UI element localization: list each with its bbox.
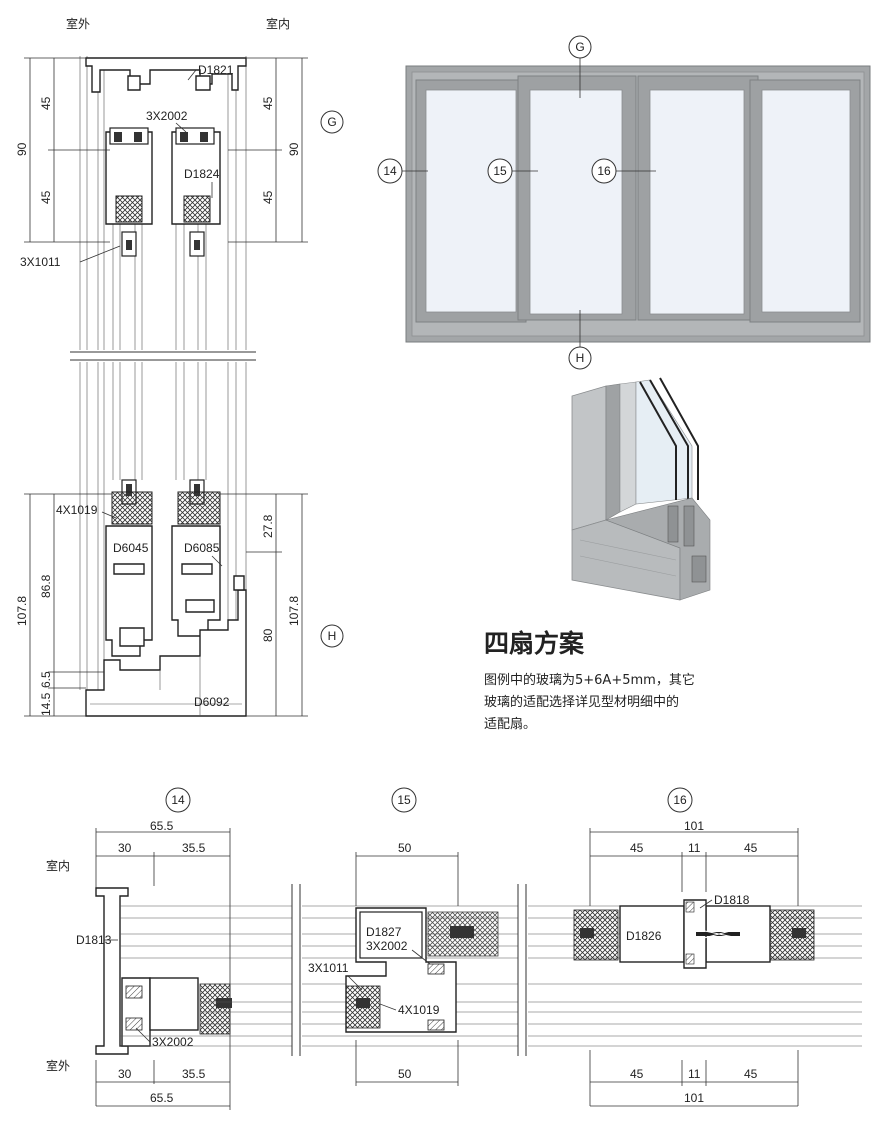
dim-15-bottom: 50: [398, 1067, 412, 1081]
dim-14-top-total: 65.5: [150, 819, 174, 833]
right-dimensions-bottom: 107.8 27.8 80: [220, 493, 308, 717]
bottom-frame-profile: [85, 575, 247, 717]
glass-pane-4: [761, 89, 851, 313]
marker-h-circle: [320, 624, 344, 648]
scheme-desc-line-1: 图例中的玻璃为5+6A+5mm，其它: [484, 672, 695, 688]
label-d1827: D1827: [366, 925, 402, 939]
left-dimensions-bottom: 107.8 86.8 6.5 14.5: [15, 493, 112, 717]
glass-pane-3: [649, 89, 745, 315]
marker-14-elev-circle: [377, 158, 403, 184]
top-frame-profile: [85, 57, 247, 93]
label-d1818: D1818: [714, 893, 750, 907]
dim-16-top-total: 101: [684, 819, 704, 833]
dim-16-bottom-mid: 11: [688, 1067, 701, 1081]
label-4x1019-15: 4X1019: [398, 1003, 440, 1017]
outdoor-label: 室外: [66, 16, 90, 31]
dim-14-bottom-total: 65.5: [150, 1091, 174, 1105]
dim-14-top-a: 30: [118, 841, 132, 855]
dim-right-90: 90: [287, 142, 301, 156]
left-dimensions-top: 90 45 45: [15, 57, 110, 243]
marker-16: 16: [673, 793, 687, 807]
marker-h-label: H: [328, 629, 337, 643]
label-d6045: D6045: [113, 541, 149, 555]
dim-right-45a: 45: [261, 96, 275, 110]
label-d1826: D1826: [626, 929, 662, 943]
horizontal-section-15: 15 50 D1827 3X2002 3X1011 4X1019 50: [308, 787, 499, 1086]
marker-16-elev: 16: [597, 164, 611, 178]
dim-left-45a: 45: [39, 96, 53, 110]
marker-g-label: G: [327, 115, 336, 129]
window-elevation: G H 14 15 16: [377, 35, 871, 370]
label-3x1011-15: 3X1011: [308, 961, 349, 975]
scheme-title: 四扇方案: [484, 629, 585, 658]
dim-left-86-8: 86.8: [39, 574, 53, 598]
label-3x2002-14: 3X2002: [152, 1035, 194, 1049]
bottom-sash-right: [171, 479, 221, 637]
dim-16-top-b: 45: [744, 841, 758, 855]
dim-14-bottom-b: 35.5: [182, 1067, 206, 1081]
dim-left-6-5: 6.5: [39, 671, 53, 688]
dim-16-top-mid: 11: [688, 841, 701, 855]
dim-16-bottom-total: 101: [684, 1091, 704, 1105]
label-3x2002-top: 3X2002: [146, 109, 188, 123]
marker-15: 15: [397, 793, 411, 807]
marker-15-elev: 15: [493, 164, 507, 178]
marker-15-elev-circle: [487, 158, 513, 184]
vertical-section: 室外 室内: [15, 16, 344, 717]
dim-16-bottom-a: 45: [630, 1067, 644, 1081]
marker-14: 14: [171, 793, 185, 807]
dim-right-45b: 45: [261, 190, 275, 204]
section-14-indoor: 室内: [46, 858, 70, 873]
label-4x1019: 4X1019: [56, 503, 98, 517]
dim-16-bottom-b: 45: [744, 1067, 758, 1081]
scheme-desc-line-2: 玻璃的适配选择详见型材明细中的: [484, 694, 679, 710]
dim-right-107-8: 107.8: [287, 596, 301, 626]
dim-14-bottom-a: 30: [118, 1067, 132, 1081]
dim-left-14-5: 14.5: [39, 692, 53, 716]
dim-left-90: 90: [15, 142, 29, 156]
marker-h-elev-circle: [568, 346, 592, 370]
bottom-sash-left: [105, 479, 153, 657]
dim-right-27-8: 27.8: [261, 514, 275, 538]
marker-h-elev: H: [576, 351, 585, 365]
top-sash-left: [105, 127, 153, 257]
dim-14-top-b: 35.5: [182, 841, 206, 855]
label-3x2002-15: 3X2002: [366, 939, 408, 953]
label-d1813: D1813: [76, 933, 112, 947]
marker-14-elev: 14: [383, 164, 397, 178]
marker-g-elev: G: [575, 40, 584, 54]
label-d6085: D6085: [184, 541, 220, 555]
marker-16-elev-circle: [591, 158, 617, 184]
label-d1824: D1824: [184, 167, 220, 181]
glass-pane-2: [529, 89, 623, 315]
profile-3d-illustration: [571, 377, 711, 601]
label-d1821: D1821: [198, 63, 234, 77]
label-d6092: D6092: [194, 695, 230, 709]
marker-g-elev-circle: [568, 35, 592, 59]
dim-right-80: 80: [261, 628, 275, 642]
glass-pane-1: [425, 89, 517, 313]
scheme-description: 四扇方案 图例中的玻璃为5+6A+5mm，其它 玻璃的适配选择详见型材明细中的 …: [484, 629, 695, 732]
indoor-label: 室内: [266, 16, 290, 31]
dim-left-45b: 45: [39, 190, 53, 204]
scheme-desc-line-3: 适配扇。: [484, 716, 536, 732]
horizontal-section-14: 14 65.5 30 35.5 室内 室外 D1813 3X2002 30 35…: [46, 787, 232, 1110]
top-sash-right: [171, 127, 221, 257]
section-guide-lines: [70, 56, 256, 690]
section-14-outdoor: 室外: [46, 1058, 70, 1073]
marker-g-circle: [320, 110, 344, 134]
dim-left-107-8: 107.8: [15, 596, 29, 626]
label-3x1011: 3X1011: [20, 255, 61, 269]
dim-15-top: 50: [398, 841, 412, 855]
dim-16-top-a: 45: [630, 841, 644, 855]
horizontal-section-16: 16 101 45 11 45 D1818 D1826 45 11 45: [573, 787, 815, 1107]
right-dimensions-top: 90 45 45: [228, 57, 308, 243]
